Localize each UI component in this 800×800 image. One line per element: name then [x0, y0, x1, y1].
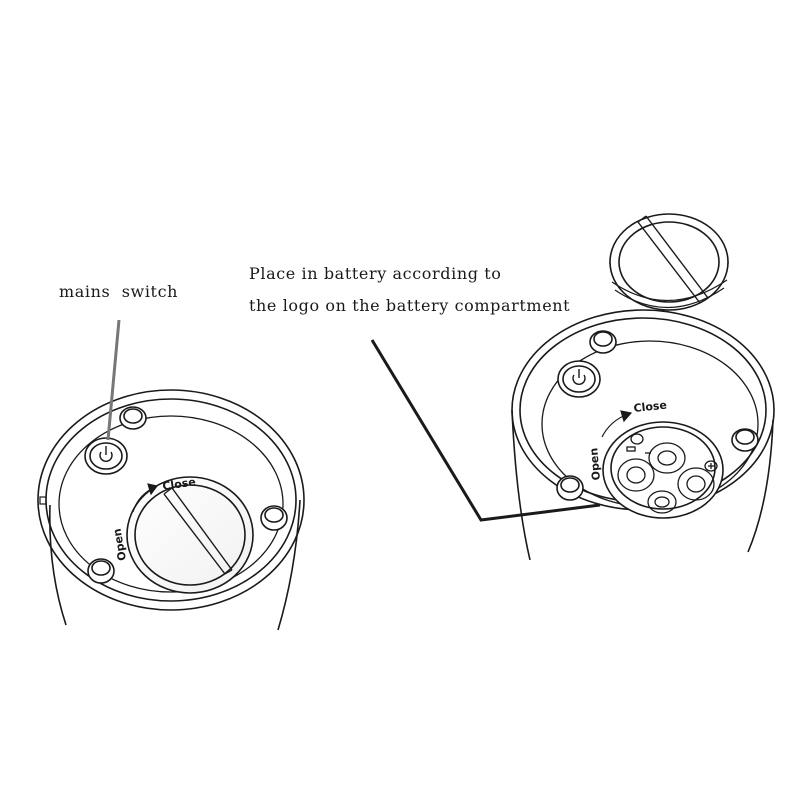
left-post-top [119, 406, 147, 430]
left-battery-cap [126, 476, 254, 594]
right-dial-open-label: Open [587, 447, 603, 481]
battery-instruction-line-2: the logo on the battery compartment [249, 296, 571, 315]
left-rim-mark [39, 496, 47, 505]
battery-instruction-line-1: Place in battery according to [249, 264, 502, 283]
right-body-side-left [511, 409, 531, 561]
right-post-left [556, 475, 584, 501]
removed-battery-cap [609, 213, 729, 311]
battery-icon [617, 433, 718, 514]
right-body-side-right [747, 419, 774, 553]
right-dial-close-label: Close [633, 399, 668, 415]
right-unit [511, 213, 775, 561]
right-power-button [557, 360, 601, 398]
left-unit [37, 389, 305, 631]
left-body-side-right [277, 499, 301, 631]
mains-switch-button [84, 437, 128, 475]
left-body-side-left [49, 504, 67, 626]
right-dial-arrow [601, 410, 633, 438]
battery-compartment [602, 421, 724, 519]
left-dial-arrow [132, 483, 159, 513]
mains-switch-pointer [106, 319, 121, 441]
left-dial-close-label: Close [162, 475, 197, 493]
left-outer-rim [37, 389, 305, 611]
left-dial-open-label: Open [111, 527, 129, 561]
left-post-right [260, 505, 288, 531]
power-icon [572, 369, 586, 385]
right-post-top [589, 330, 617, 354]
mains-switch-label: mains switch [59, 282, 179, 301]
left-inner-wall [58, 415, 284, 593]
left-post-bottom [87, 558, 115, 584]
power-icon [99, 446, 113, 462]
right-post-right [731, 428, 759, 452]
battery-placement-pointer [370, 339, 601, 522]
